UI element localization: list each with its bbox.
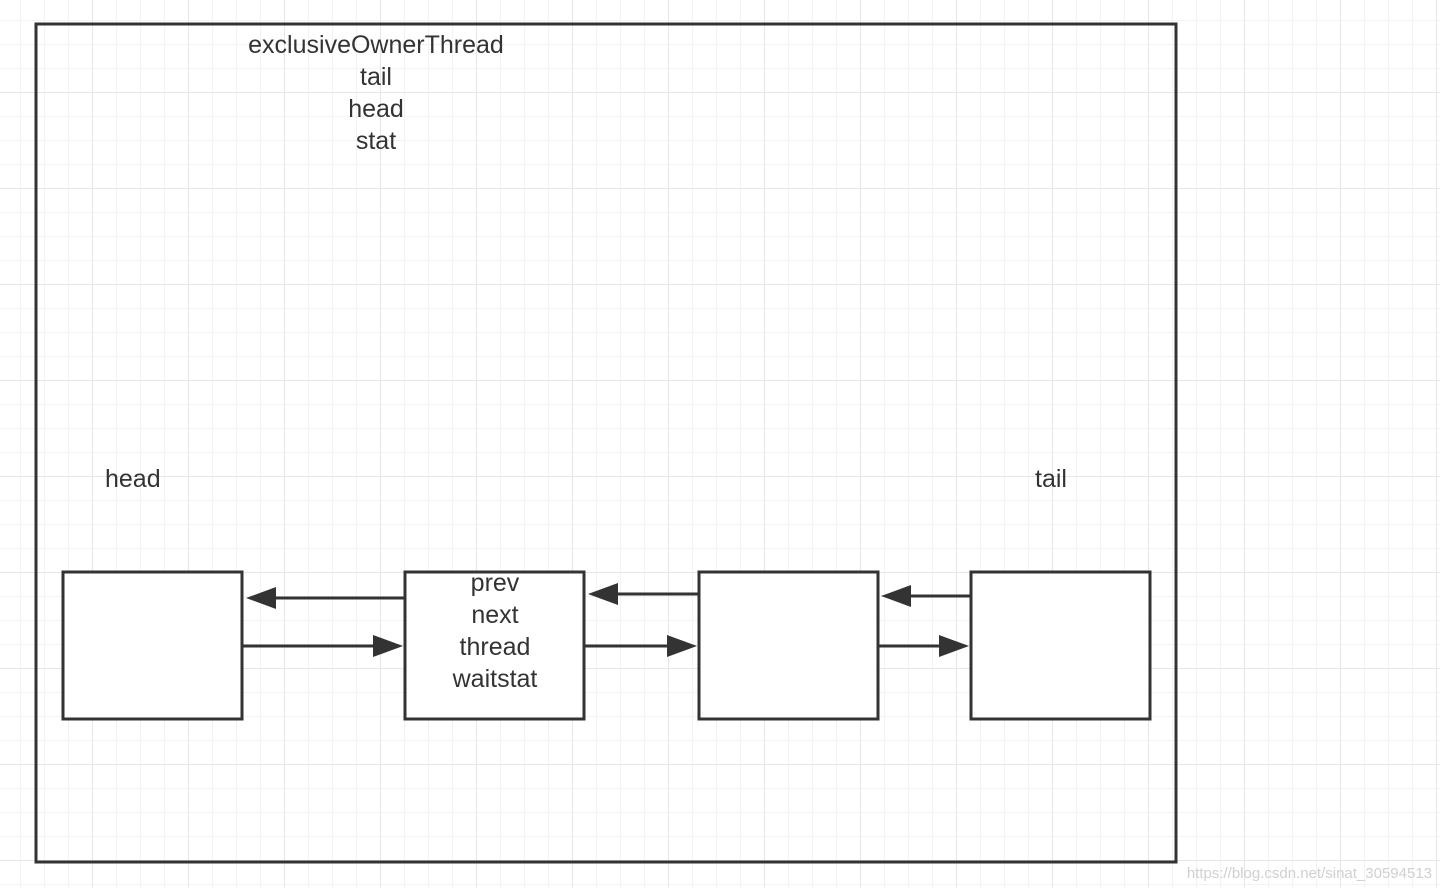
node2-field-thread: thread — [459, 633, 531, 661]
queue-node-1[interactable] — [61, 570, 244, 721]
container-field-tail: tail — [360, 63, 392, 91]
aqs-container-box[interactable] — [34, 22, 1178, 864]
node2-field-next: next — [471, 601, 519, 629]
head-pointer-label: head — [105, 465, 161, 493]
arrow-node3-prev-to-node2[interactable] — [588, 583, 699, 605]
tail-pointer-label: tail — [1035, 465, 1067, 493]
queue-node-3[interactable] — [697, 570, 880, 721]
queue-node-2[interactable] — [403, 570, 586, 721]
arrow-node1-next-to-node2[interactable] — [243, 635, 403, 657]
arrow-node2-prev-to-node1[interactable] — [246, 587, 405, 609]
arrow-node2-next-to-node3[interactable] — [585, 635, 697, 657]
node2-field-prev: prev — [470, 569, 520, 597]
arrow-node3-next-to-node4[interactable] — [879, 635, 969, 657]
node2-field-waitstat: waitstat — [452, 665, 538, 693]
queue-node-4[interactable] — [969, 570, 1152, 721]
container-field-stat: stat — [355, 127, 397, 155]
container-field-exclusive-owner-thread: exclusiveOwnerThread — [248, 31, 504, 59]
watermark-url: https://blog.csdn.net/sinat_30594513 — [1186, 865, 1432, 882]
arrow-node4-prev-to-node3[interactable] — [881, 585, 971, 607]
container-field-head: head — [348, 95, 404, 123]
